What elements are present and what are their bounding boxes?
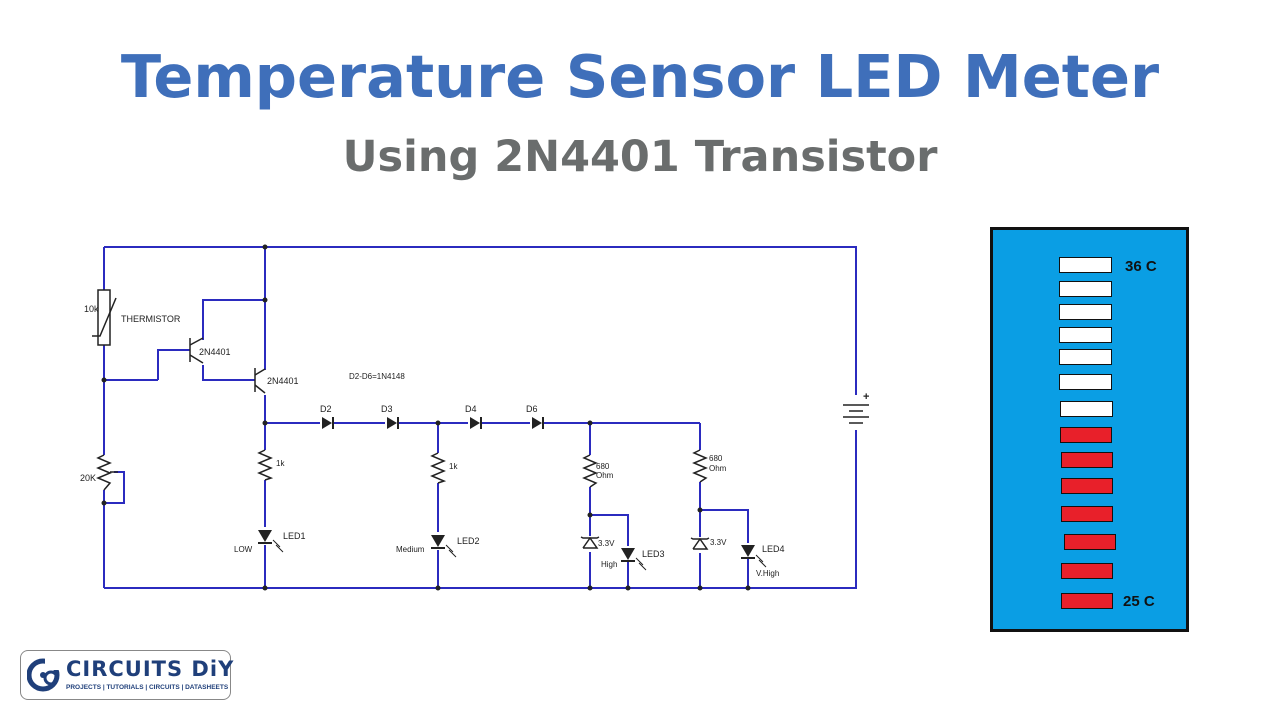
led-2-symbol bbox=[431, 535, 445, 547]
vhigh-label: V.High bbox=[756, 569, 779, 578]
d3-label: D3 bbox=[381, 404, 393, 414]
r4-label-1: 680 bbox=[709, 454, 723, 463]
zener-1-label: 3.3V bbox=[598, 539, 615, 548]
circuit-diodes bbox=[101, 244, 755, 591]
transistor-2-label: 2N4401 bbox=[267, 376, 299, 386]
zener-z1 bbox=[582, 536, 599, 549]
potentiometer-symbol bbox=[96, 454, 112, 491]
meter-segment-red bbox=[1061, 563, 1113, 579]
meter-segment-white bbox=[1059, 349, 1112, 365]
meter-segment-red bbox=[1061, 506, 1113, 522]
d2-label: D2 bbox=[320, 404, 332, 414]
logo-name: CIRCUITS DiY bbox=[66, 657, 235, 681]
led-2-label: LED2 bbox=[457, 536, 480, 546]
zener-z2 bbox=[692, 537, 709, 550]
d4-label: D4 bbox=[465, 404, 477, 414]
meter-segment-white bbox=[1059, 374, 1112, 390]
logo-tagline: PROJECTS | TUTORIALS | CIRCUITS | DATASH… bbox=[66, 684, 229, 691]
meter-segment-white bbox=[1059, 257, 1112, 273]
zener-2-label: 3.3V bbox=[710, 538, 727, 547]
meter-segment-red bbox=[1061, 478, 1113, 494]
r4-label-2: Ohm bbox=[709, 464, 727, 473]
diode-d3 bbox=[387, 417, 397, 429]
diode-d2 bbox=[322, 417, 332, 429]
high-label: High bbox=[601, 560, 617, 569]
meter-bottom-label: 25 C bbox=[1123, 593, 1155, 610]
led-arrows bbox=[272, 539, 767, 571]
led-1-symbol bbox=[258, 530, 272, 542]
resistor-r2 bbox=[430, 452, 447, 484]
battery-plus-label: + bbox=[863, 391, 869, 403]
page-subtitle: Using 2N4401 Transistor bbox=[342, 132, 938, 182]
diode-d4 bbox=[470, 417, 480, 429]
meter-segment-white bbox=[1059, 281, 1112, 297]
led-4-symbol bbox=[741, 545, 755, 557]
meter-segment-red bbox=[1061, 593, 1113, 609]
led-1-label: LED1 bbox=[283, 531, 306, 541]
resistor-r4 bbox=[692, 449, 708, 483]
thermistor-label: THERMISTOR bbox=[121, 314, 181, 324]
r2-label: 1k bbox=[449, 462, 458, 471]
r1-label: 1k bbox=[276, 459, 285, 468]
circuits-diy-logo: CIRCUITS DiY PROJECTS | TUTORIALS | CIRC… bbox=[20, 650, 235, 700]
led-3-label: LED3 bbox=[642, 549, 665, 559]
led-meter-panel: 36 C 25 C bbox=[990, 227, 1189, 632]
meter-segment-white bbox=[1059, 304, 1112, 320]
page-title: Temperature Sensor LED Meter bbox=[120, 42, 1160, 111]
meter-top-label: 36 C bbox=[1125, 258, 1157, 275]
resistor-r1 bbox=[257, 449, 274, 481]
transistor-1-label: 2N4401 bbox=[199, 347, 231, 357]
r3-label-2: Ohm bbox=[596, 471, 614, 480]
meter-segment-red bbox=[1064, 534, 1116, 550]
thermistor-symbol bbox=[97, 289, 111, 346]
d6-label: D6 bbox=[526, 404, 538, 414]
meter-segment-white bbox=[1060, 401, 1113, 417]
diode-note-label: D2-D6=1N4148 bbox=[349, 372, 405, 381]
meter-segment-white bbox=[1059, 327, 1112, 343]
led-4-label: LED4 bbox=[762, 544, 785, 554]
low-label: LOW bbox=[234, 545, 253, 554]
logo-icon bbox=[27, 656, 63, 692]
led-3-symbol bbox=[621, 548, 635, 560]
pot-label: 20K bbox=[80, 473, 96, 483]
meter-segment-red bbox=[1061, 452, 1113, 468]
diode-d6 bbox=[532, 417, 542, 429]
r3-label-1: 680 bbox=[596, 462, 610, 471]
resistor-r3 bbox=[582, 454, 598, 488]
battery-symbol bbox=[843, 404, 869, 424]
meter-segment-red bbox=[1060, 427, 1112, 443]
medium-label: Medium bbox=[396, 545, 425, 554]
thermistor-value-label: 10k bbox=[84, 304, 99, 314]
circuit-wires bbox=[103, 246, 857, 589]
circuit-components bbox=[92, 289, 869, 550]
